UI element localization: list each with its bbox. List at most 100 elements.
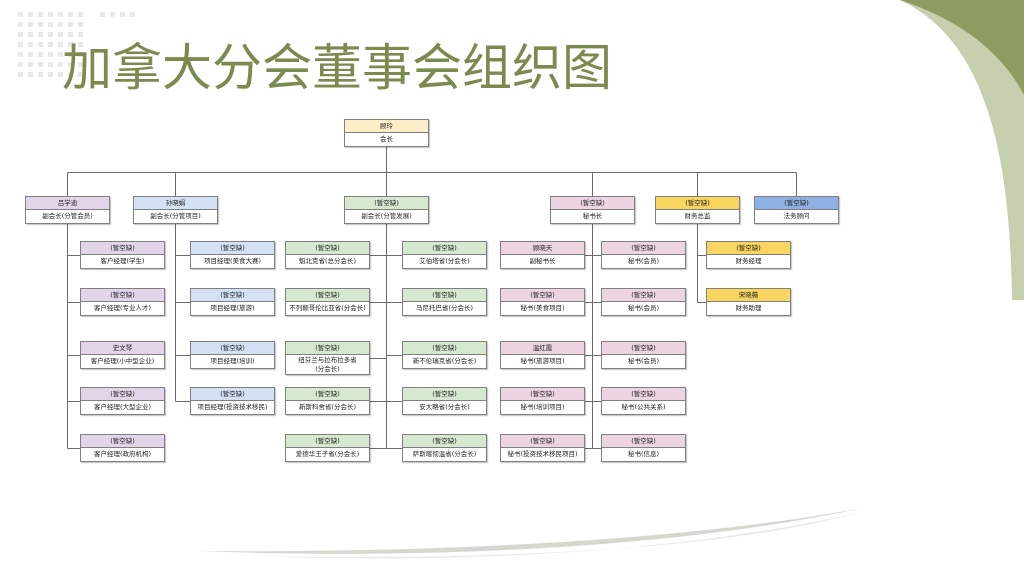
node-name: 宋晓薇 [707,289,790,302]
node-role: 客户经理(大型企业) [93,403,152,411]
decorative-dot-grid [100,12,136,18]
org-node-staff: (暂空缺) 秘书(美食项目) [500,288,585,316]
node-role: 秘书(会员) [627,257,660,265]
org-node-staff: (暂空缺)不列颠哥伦比亚省(分会长) [285,288,370,316]
org-node-staff: (暂空缺) 秘书(信息) [601,434,686,462]
node-role: 纽芬兰与拉布拉多省(分会长) [298,356,357,373]
org-node-staff: (暂空缺)魁北克省(总分会长) [285,241,370,269]
node-name: (暂空缺) [501,435,584,448]
node-name: (暂空缺) [656,197,739,210]
org-node-staff: (暂空缺)秘书(会员) [601,288,686,316]
node-name: (暂空缺) [602,242,685,255]
org-node-officer: 孙晓娟副会长(分管项目) [133,196,218,224]
decorative-corner-dark [900,0,1024,95]
node-role: 项目经理(旅游) [210,304,255,312]
org-node-staff: (暂空缺) 安大略省(分会长) [402,387,487,415]
org-node-staff: (暂空缺)艾伯塔省(分会长) [402,241,487,269]
node-role: 新斯科舍省(分会长) [298,403,357,411]
node-role: 艾伯塔省(分会长) [419,257,470,265]
node-role: 项目经理(美食大赛) [203,257,262,265]
org-node-staff: (暂空缺) 财务经理 [706,241,791,269]
node-name: (暂空缺) [707,242,790,255]
node-name: (暂空缺) [403,435,486,448]
node-name: 孙晓娟 [134,197,217,210]
node-role: 副秘书长 [529,257,556,265]
node-name: (暂空缺) [602,435,685,448]
node-role: 财务助理 [735,304,762,312]
node-role: 副会长(分管项目) [150,212,201,220]
org-node-staff: 温红霞秘书(旅游项目) [500,341,585,369]
node-name: (暂空缺) [501,289,584,302]
node-role: 秘书(信息) [627,450,660,458]
node-name: (暂空缺) [602,388,685,401]
org-node-staff: (暂空缺)秘书(培训项目) [500,387,585,415]
node-role: 项目经理(投资技术移民) [197,403,268,411]
org-node-staff: (暂空缺) 客户经理(大型企业) [80,387,165,415]
org-node-staff: (暂空缺)纽芬兰与拉布拉多省(分会长) [285,341,370,375]
node-name: (暂空缺) [286,242,369,255]
node-role: 会长 [380,135,393,143]
node-name: 温红霞 [501,342,584,355]
node-name: 吕学迪 [26,197,109,210]
node-role: 不列颠哥伦比亚省(分会长) [289,304,366,312]
node-role: 客户经理(学生) [100,257,145,265]
node-name: (暂空缺) [81,388,164,401]
org-node-staff: (暂空缺) 项目经理(美食大赛) [190,241,275,269]
org-node-staff: (暂空缺)客户经理(政府机构) [80,434,165,462]
org-node-officer: (暂空缺) 财务总监 [655,196,740,224]
node-role: 财务总监 [684,212,711,220]
node-name: (暂空缺) [191,242,274,255]
node-name: (暂空缺) [403,342,486,355]
node-role: 财务经理 [735,257,762,265]
node-role: 秘书(美食项目) [520,304,565,312]
node-name: 顾玲 [345,120,428,133]
decorative-swoosh-light [250,512,860,559]
org-node-staff: (暂空缺) 秘书(会员) [601,341,686,369]
node-name: (暂空缺) [286,388,369,401]
node-role: 副会长(分管会员) [42,212,93,220]
org-node-staff: (暂空缺) 新斯科舍省(分会长) [285,387,370,415]
org-node-staff: (暂空缺) 秘书(会员) [601,241,686,269]
node-name: (暂空缺) [403,388,486,401]
node-role: 安大略省(分会长) [419,403,470,411]
org-node-staff: 史文琴客户经理(小中型企业) [80,341,165,369]
org-node-officer: (暂空缺)秘书长 [550,196,635,224]
org-node-staff: (暂空缺)客户经理(学生) [80,241,165,269]
node-role: 爱德华王子省(分会长) [295,450,360,458]
org-node-staff: (暂空缺)秘书(公共关系) [601,387,686,415]
decorative-dot-grid [18,12,86,78]
node-name: 史文琴 [81,342,164,355]
node-role: 马尼托巴省(分会长) [415,304,474,312]
org-node-staff: (暂空缺) 爱德华王子省(分会长) [285,434,370,462]
node-name: (暂空缺) [191,342,274,355]
org-node-staff: (暂空缺) 项目经理(投资技术移民) [190,387,275,415]
node-role: 客户经理(政府机构) [93,450,152,458]
page-title: 加拿大分会董事会组织图 [62,39,612,97]
node-name: (暂空缺) [286,435,369,448]
org-node-staff: (暂空缺)新不伦瑞克省(分会长) [402,341,487,369]
node-name: (暂空缺) [755,197,838,210]
node-role: 秘书(旅游项目) [520,357,565,365]
org-node-staff: (暂空缺)萨斯喀彻温省(分会长) [402,434,487,462]
org-node-staff: (暂空缺) 秘书(投资技术移民项目) [500,434,585,462]
node-name: (暂空缺) [403,289,486,302]
node-role: 秘书长 [582,212,603,220]
org-node-staff: (暂空缺) 项目经理(旅游) [190,288,275,316]
node-role: 秘书(会员) [627,304,660,312]
org-node-staff: (暂空缺) 马尼托巴省(分会长) [402,288,487,316]
node-name: (暂空缺) [345,197,428,210]
node-name: (暂空缺) [81,289,164,302]
org-node-officer: (暂空缺)法务顾问 [754,196,839,224]
node-name: (暂空缺) [191,289,274,302]
node-role: 秘书(会员) [627,357,660,365]
node-name: (暂空缺) [191,388,274,401]
node-role: 秘书(投资技术移民项目) [507,450,578,458]
node-role: 项目经理(培训) [210,357,255,365]
node-name: (暂空缺) [501,388,584,401]
node-name: (暂空缺) [602,342,685,355]
org-node-staff: (暂空缺) 项目经理(培训) [190,341,275,369]
node-role: 副会长(分管发展) [361,212,412,220]
